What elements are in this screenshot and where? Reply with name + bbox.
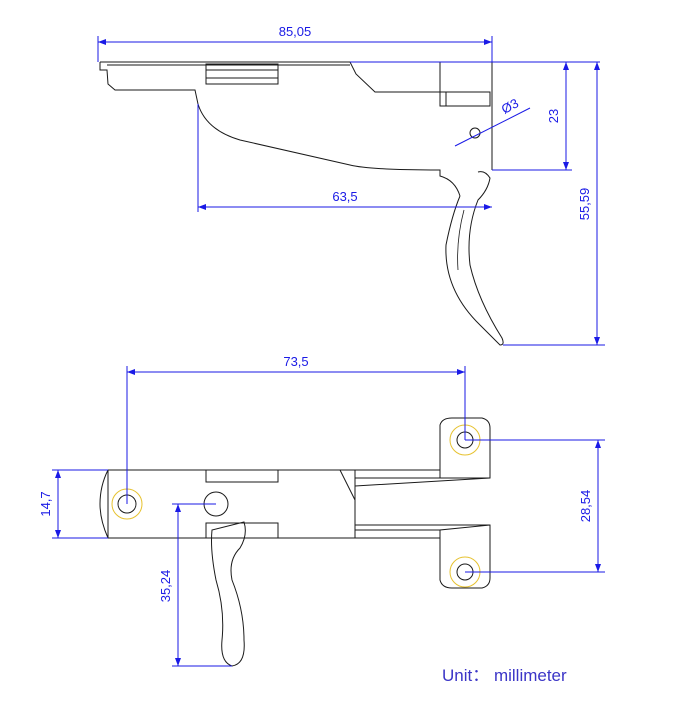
- dim-body-width: 14,7: [38, 491, 53, 516]
- top-upper-arm: [355, 469, 441, 479]
- mount-holes: [111, 424, 481, 588]
- side-view: [99, 61, 504, 346]
- dim-pin-diameter: Ø3: [499, 95, 521, 116]
- side-lower-body: [197, 103, 461, 197]
- dim-mount-spacing: 73,5: [283, 354, 308, 369]
- pin-diameter-leader: [454, 107, 531, 147]
- dim-tab-spacing: 28,54: [578, 490, 593, 523]
- dim-pin-offset: 23: [546, 109, 561, 123]
- unit-note: Unit： millimeter: [442, 666, 567, 685]
- side-dimensions: [97, 36, 605, 346]
- top-rails: [354, 477, 491, 526]
- dim-overall-length: 85,05: [279, 24, 312, 39]
- side-pin-block: [439, 91, 491, 107]
- side-trigger: [445, 171, 504, 346]
- top-center-block: [205, 469, 279, 483]
- side-pin-hole: [469, 127, 481, 139]
- side-top-block: [205, 63, 279, 85]
- dim-trigger-drop: 35,24: [158, 570, 173, 603]
- top-upper-tab: [439, 417, 491, 479]
- top-dimensions: [52, 366, 605, 667]
- side-top-plate: [100, 61, 493, 160]
- dim-trigger-height: 55,59: [577, 188, 592, 221]
- dim-trigger-reach: 63,5: [332, 189, 357, 204]
- top-lower-tab: [439, 524, 491, 589]
- top-trigger: [211, 521, 246, 667]
- top-view: [99, 417, 491, 667]
- side-top-plate-edge: [99, 62, 199, 105]
